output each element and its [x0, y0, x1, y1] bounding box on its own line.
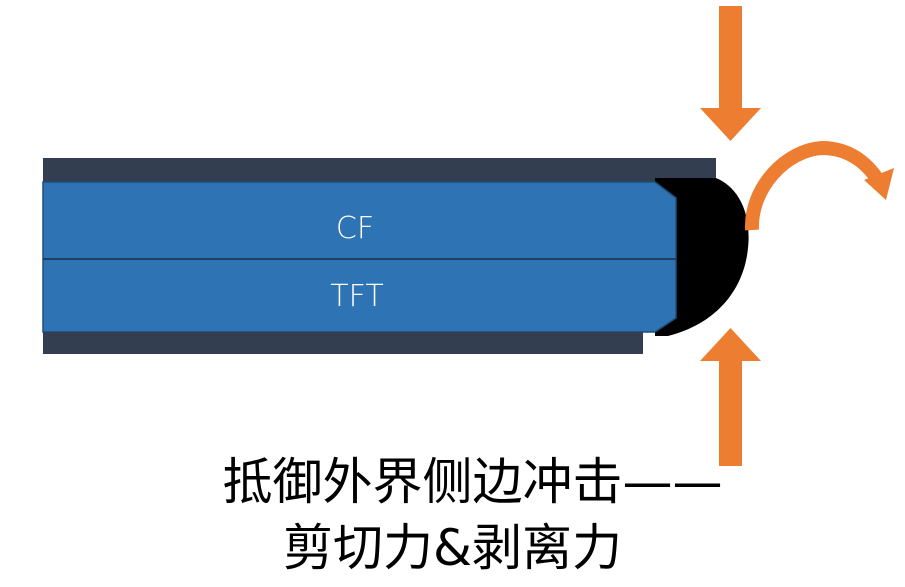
- arrow-down-icon: [700, 6, 761, 141]
- tft-layer-label: TFT: [330, 279, 383, 314]
- top-film-layer: [43, 158, 716, 182]
- caption-line-2: 剪切力&剥离力: [283, 519, 622, 577]
- curved-arrow-icon: [744, 140, 894, 231]
- bottom-film-layer: [43, 332, 643, 354]
- arrow-up-icon: [700, 328, 761, 466]
- caption-line-1: 抵御外界侧边冲击——: [222, 453, 723, 511]
- edge-seal: [655, 178, 749, 336]
- cf-layer-label: CF: [336, 211, 374, 246]
